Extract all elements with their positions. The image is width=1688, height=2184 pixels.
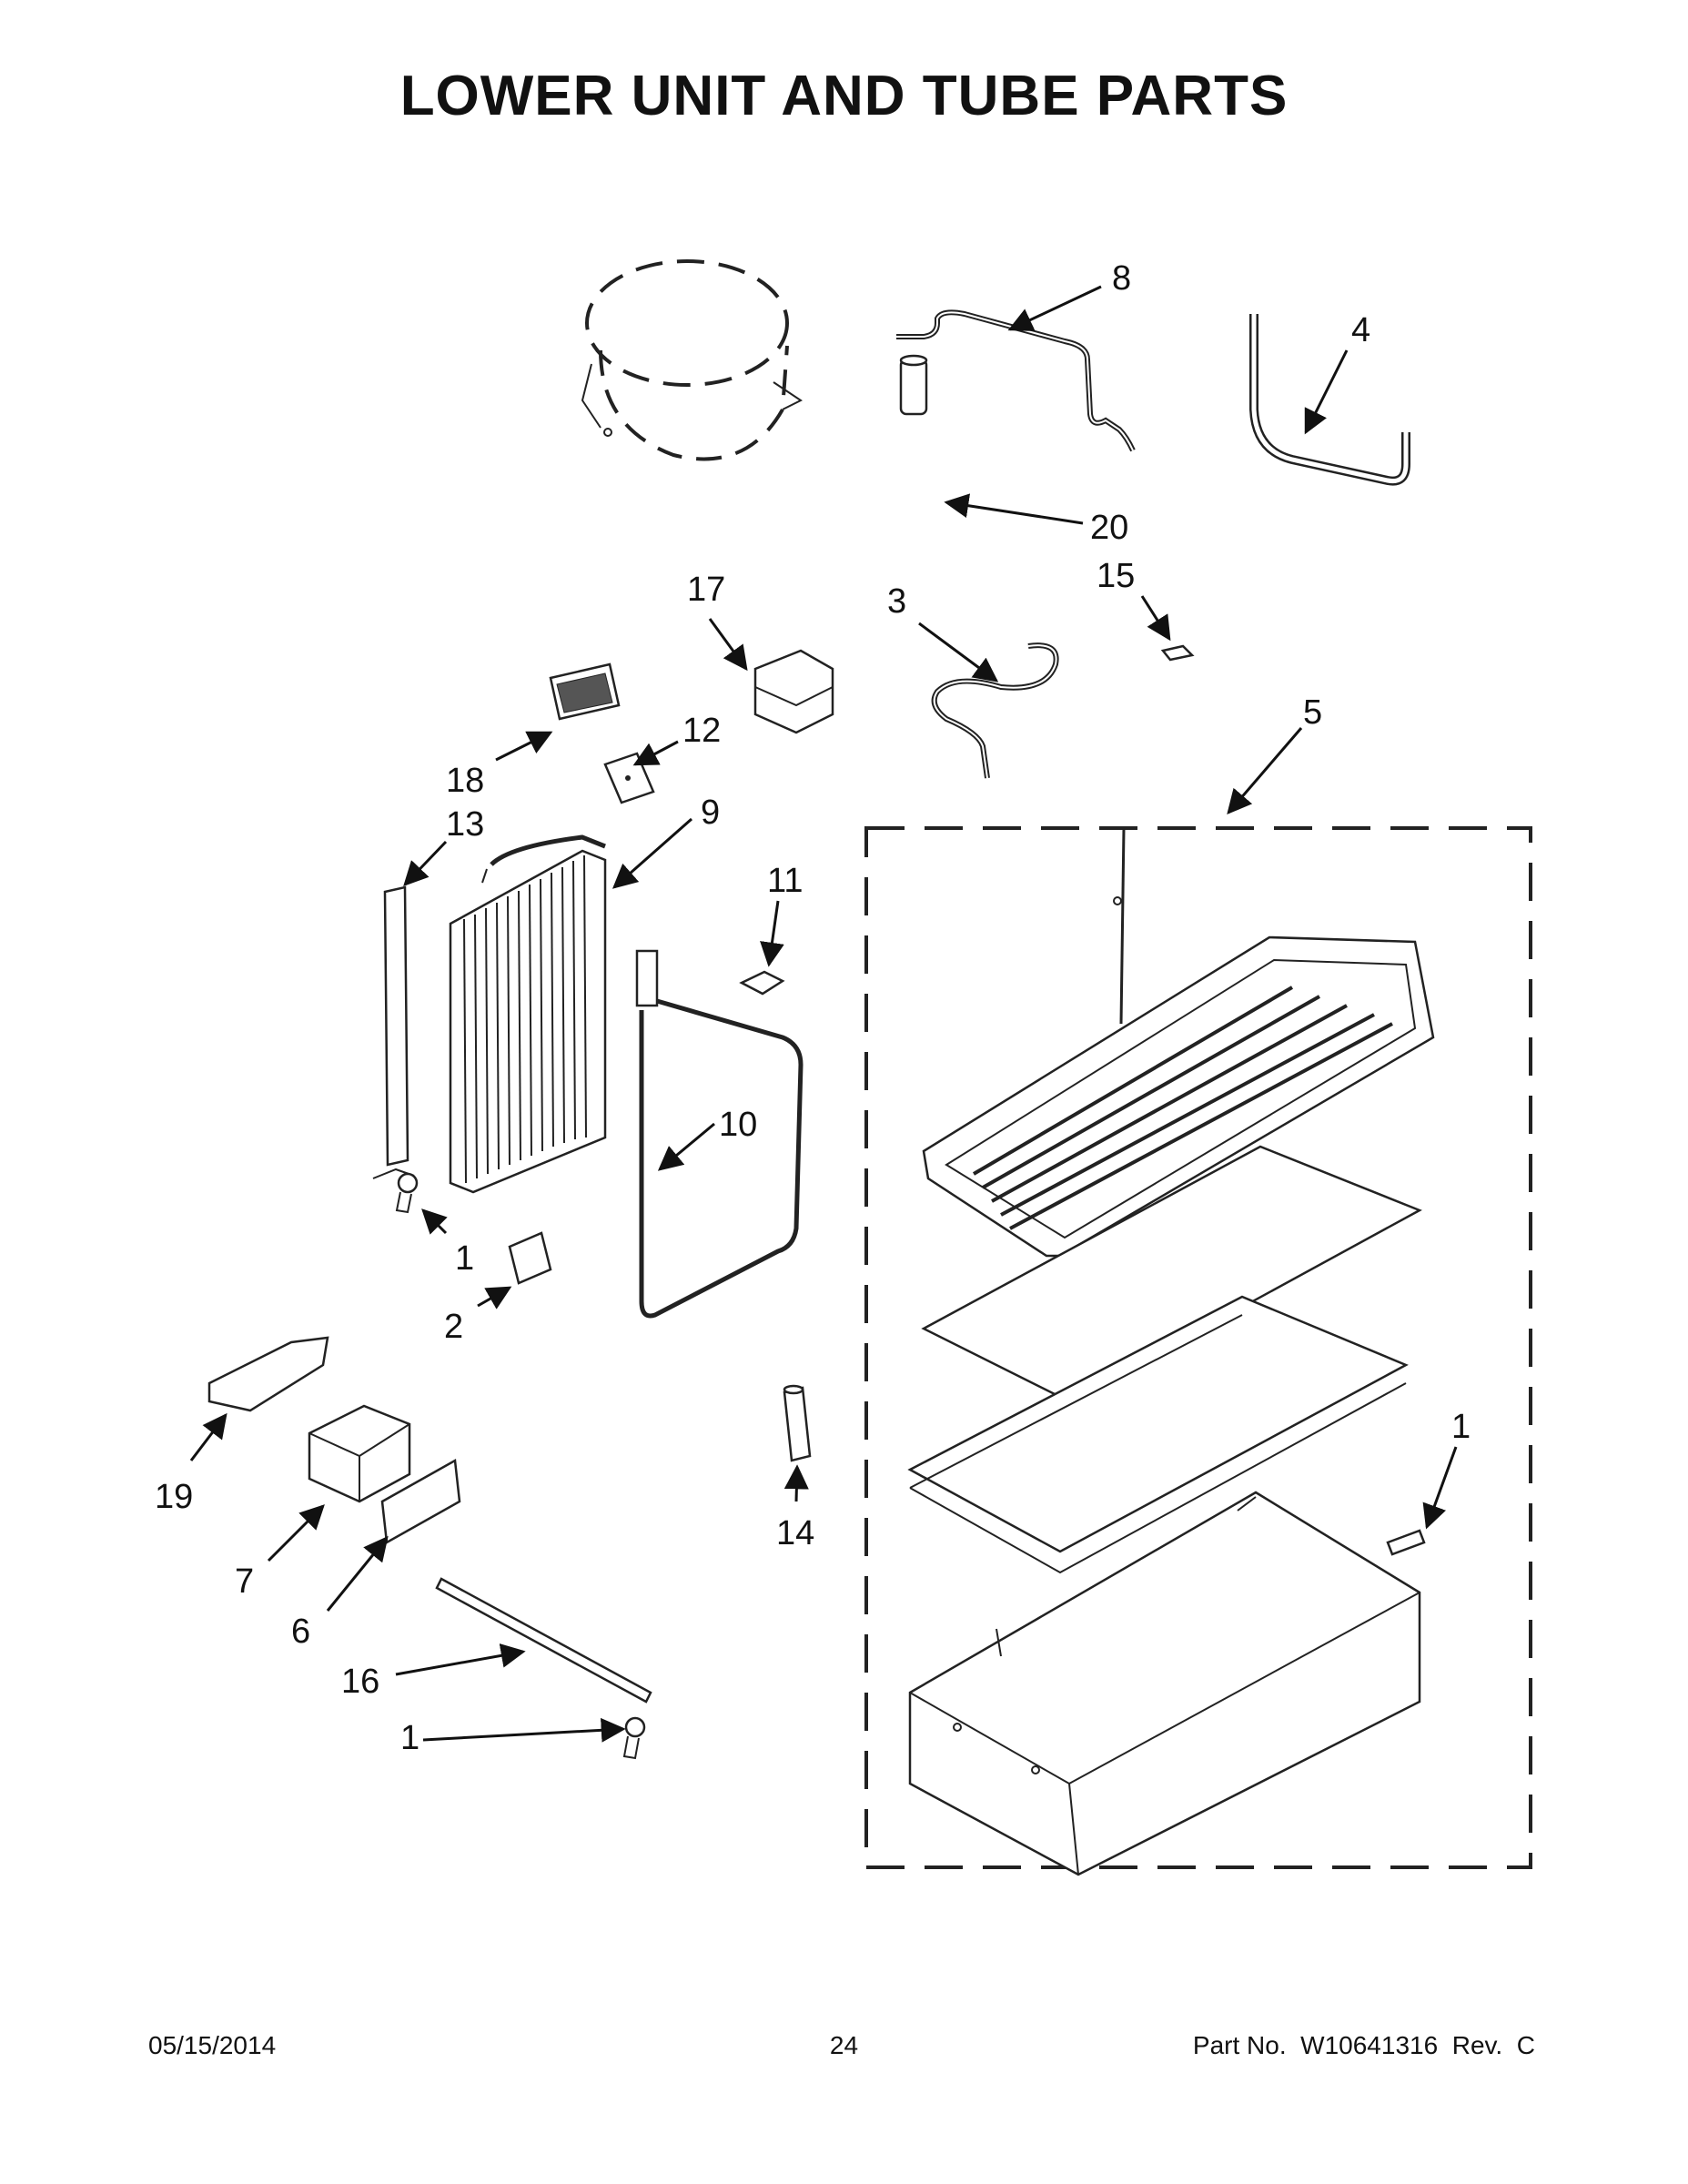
part-13-strip [372,885,415,1179]
callout-12: 12 [682,712,721,750]
part-9-evaporator [449,834,607,1194]
part-1-screw-right [1386,1529,1426,1556]
footer-part-number: Part No. W10641316 Rev. C [1192,2031,1535,2059]
callout-labels: 8 4 20 17 3 15 18 12 5 13 9 11 10 1 2 1 … [155,259,1471,1757]
callout-5: 5 [1303,693,1322,732]
part-7-box [308,1404,411,1503]
callout-8: 8 [1112,259,1131,298]
callout-16: 16 [341,1663,379,1701]
callout-1-lower: 1 [400,1719,419,1757]
part-2-bracket [508,1231,552,1285]
part-3-tube [931,642,1059,779]
callout-19: 19 [155,1478,193,1516]
part-6-plate [380,1458,461,1545]
part-15-clip [1160,644,1195,662]
footer-date: 05/15/2014 [148,2031,277,2059]
footer-page-number: 24 [829,2031,859,2059]
callout-4: 4 [1351,311,1370,349]
callout-3: 3 [887,582,906,621]
compressor-part [581,259,803,461]
callout-18: 18 [446,762,484,800]
part-18-pad [549,662,621,721]
callout-1-right: 1 [1451,1408,1471,1446]
callout-15: 15 [1097,557,1135,595]
callout-1-upper: 1 [455,1239,474,1278]
part-4-tube [1249,314,1410,486]
callout-6: 6 [291,1613,310,1651]
part-5-assembly-box [864,826,1532,1869]
callout-14: 14 [776,1514,814,1552]
part-8-tube [896,309,1136,452]
callout-17: 17 [687,571,725,609]
part-1-screw-lower [622,1716,646,1760]
part-1-screw-upper [395,1172,419,1214]
part-16-rail [435,1577,652,1704]
part-14-tube [783,1384,812,1462]
insulation-sheets [907,1145,1422,1574]
callout-11: 11 [767,862,803,900]
callout-10: 10 [719,1106,757,1144]
callout-7: 7 [235,1562,254,1601]
part-19-cover [207,1336,329,1412]
part-10-heater [635,949,804,1319]
part-17-bracket [753,649,834,734]
leader-arrows [189,285,1458,1743]
part-11-clip [739,970,785,996]
callout-9: 9 [701,794,720,832]
tray-base [908,1491,1421,1876]
callout-20: 20 [1090,509,1128,547]
drain-pan-tray [922,827,1435,1258]
part-20-sleeve [899,354,928,416]
page-title: LOWER UNIT AND TUBE PARTS [399,65,1289,127]
part-12-plate [603,752,655,804]
callout-13: 13 [446,805,484,844]
callout-2: 2 [444,1308,463,1346]
